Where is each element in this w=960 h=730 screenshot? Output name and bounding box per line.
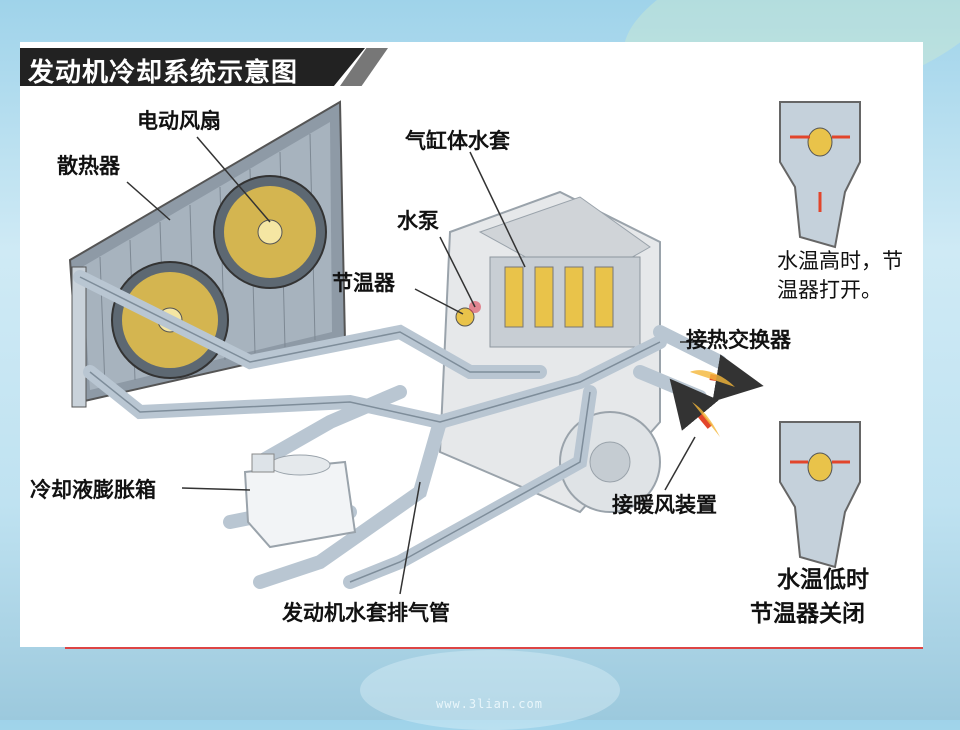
label-water-jacket: 气缸体水套: [405, 129, 510, 153]
fan-right: [213, 175, 327, 289]
label-radiator: 散热器: [57, 154, 120, 178]
footer-bar: [65, 647, 923, 649]
label-high-temp-line2: 温器打开。: [777, 278, 882, 302]
engine-graphic: [438, 190, 661, 514]
label-vent-pipe: 发动机水套排气管: [282, 601, 450, 625]
expansion-tank-graphic: [243, 453, 357, 549]
heat-arrows: [669, 354, 764, 437]
label-low-temp-line2: 节温器关闭: [750, 601, 865, 627]
title-bar: [20, 48, 365, 86]
label-low-temp-line1: 水温低时: [777, 567, 869, 593]
label-heater: 接暖风装置: [612, 493, 717, 517]
label-pump: 水泵: [397, 209, 439, 233]
thermostat-detail-open: [779, 101, 861, 249]
diagram-card: 发动机冷却系统示意图 电动风扇 散热器 气缸体水套 水泵 节温器 接热交换器 冷…: [20, 42, 923, 647]
thermostat-detail-closed: [779, 421, 861, 569]
pipe-outlines: [79, 276, 661, 583]
watermark-text: www.3lian.com: [436, 697, 543, 711]
label-thermostat: 节温器: [332, 271, 395, 295]
cooling-system-diagram: [68, 100, 861, 595]
background-ripple: [360, 650, 620, 730]
leader-lines: [126, 136, 710, 595]
label-high-temp-line1: 水温高时，节: [777, 249, 903, 273]
label-heat-exchanger: 接热交换器: [686, 328, 791, 352]
label-expansion-tank: 冷却液膨胀箱: [30, 478, 156, 502]
label-fan: 电动风扇: [137, 109, 221, 133]
page-title: 发动机冷却系统示意图: [28, 58, 299, 88]
